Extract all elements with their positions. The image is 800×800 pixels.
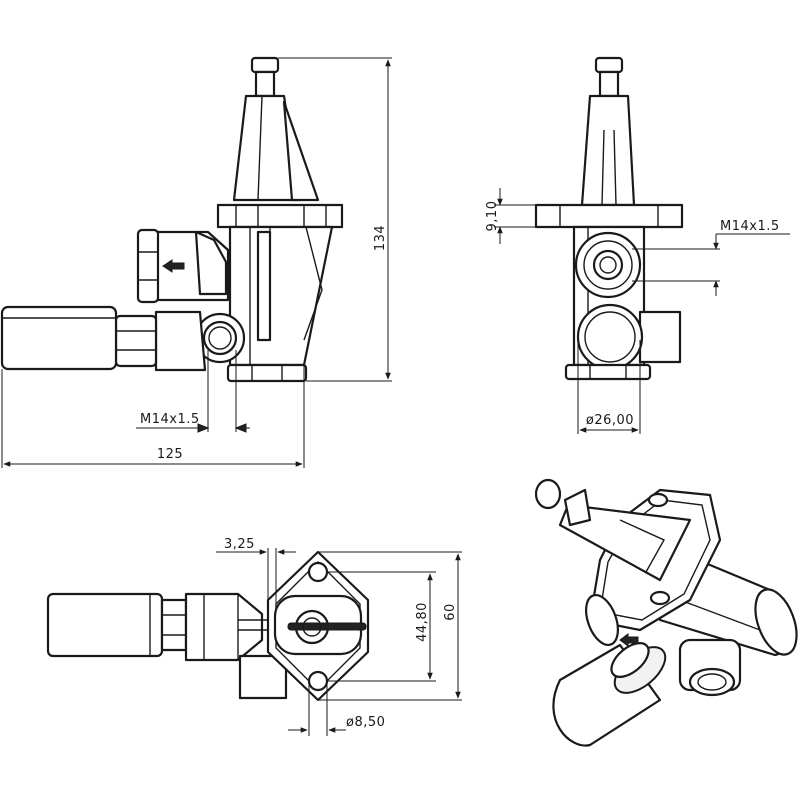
arrow-left-icon [619, 633, 639, 647]
front-view [0, 56, 344, 383]
height-dim-label: 134 [373, 225, 388, 251]
isometric-view [534, 478, 798, 747]
hole-spacing-label: 44,80 [415, 602, 430, 642]
arrow-left-icon [162, 259, 185, 273]
top-dimensions: 3,25 44,80 60 ø8,50 [216, 537, 462, 736]
hole-diameter-label: ø8,50 [346, 715, 385, 730]
thread-left-label: M14x1.5 [140, 412, 200, 427]
top-view [46, 550, 370, 702]
flange-thickness-label: 9,10 [485, 201, 500, 232]
flange-width-label: 60 [443, 603, 458, 621]
front-dimensions: 134 M14x1.5 125 [1, 57, 392, 468]
side-view [534, 56, 684, 381]
length-dim-label: 125 [157, 447, 183, 462]
body-diameter-label: ø26,00 [586, 413, 634, 428]
offset-label: 3,25 [224, 537, 255, 552]
thread-right-label: M14x1.5 [720, 219, 780, 234]
side-dimensions: 9,10 M14x1.5 ø26,00 [485, 188, 790, 434]
